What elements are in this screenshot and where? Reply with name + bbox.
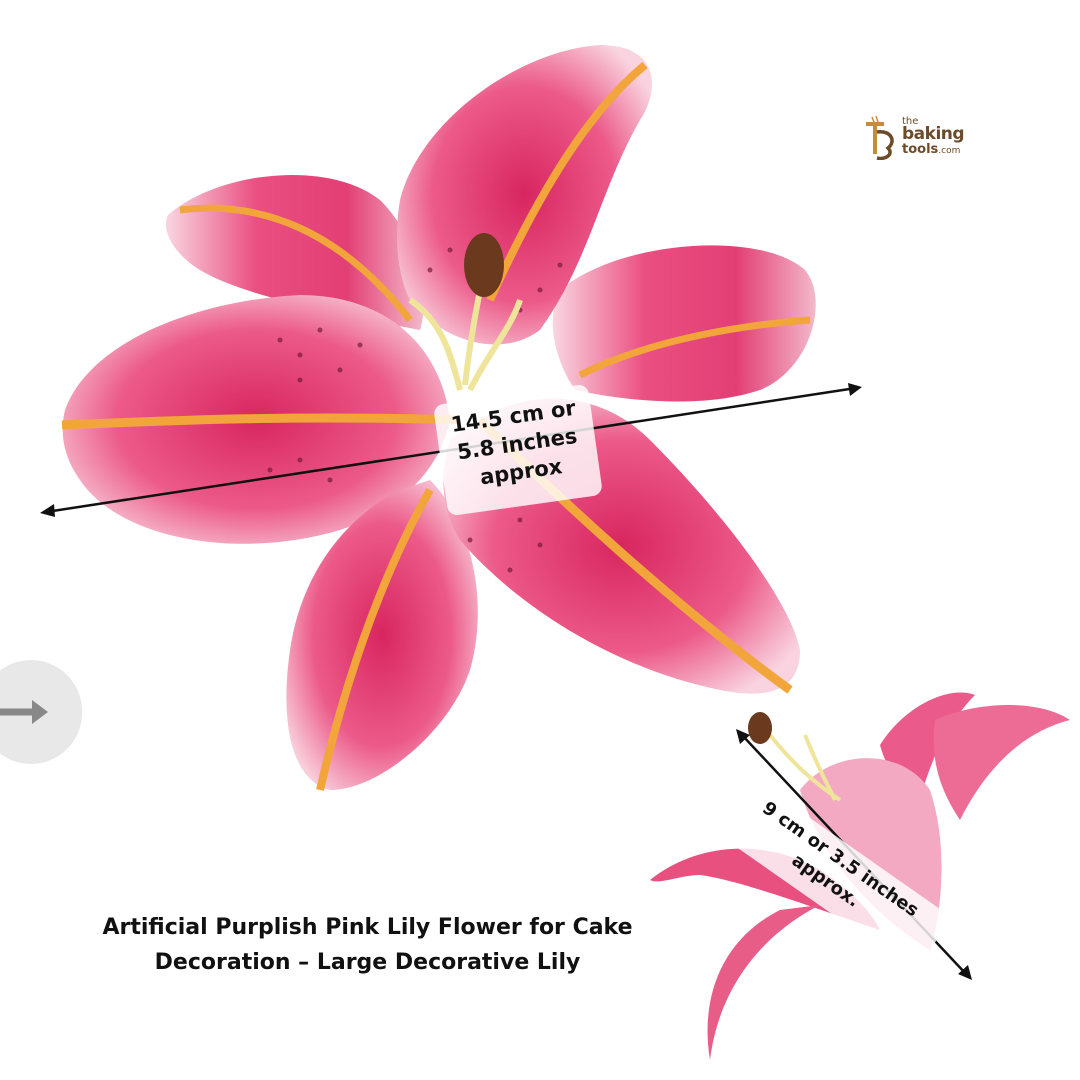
petal	[650, 848, 880, 930]
width-measurement-label: 14.5 cm or 5.8 inches approx	[432, 383, 604, 517]
petal	[707, 905, 820, 1060]
brand-logo: the baking tools.com	[862, 112, 972, 162]
next-arrow-button[interactable]	[0, 660, 82, 764]
arrow-right-icon	[0, 700, 48, 724]
brand-text-tools: tools.com	[902, 142, 961, 157]
bakery-logo-icon	[866, 115, 894, 160]
petal	[552, 245, 816, 402]
brand-text-the: the	[902, 116, 919, 127]
petal	[933, 705, 1070, 820]
brand-text-baking: baking	[902, 124, 965, 144]
petal	[165, 174, 424, 330]
petal	[286, 480, 478, 790]
caption-line-2: Decoration – Large Decorative Lily	[154, 950, 581, 975]
caption-line-1: Artificial Purplish Pink Lily Flower for…	[102, 915, 633, 940]
product-caption: Artificial Purplish Pink Lily Flower for…	[80, 910, 655, 980]
